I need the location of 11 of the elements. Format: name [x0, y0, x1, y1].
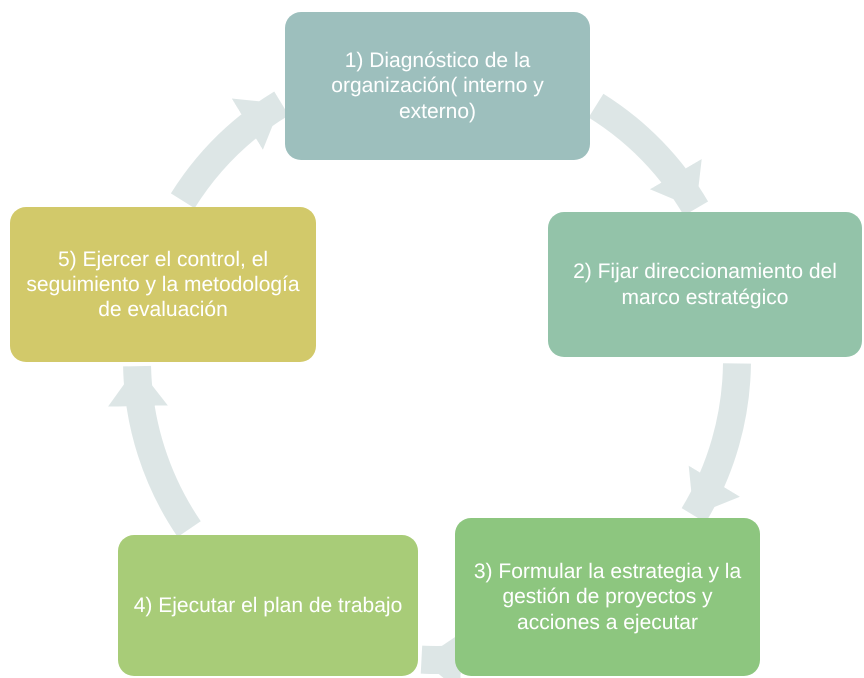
step-text: 3) Formular la estrategia y la gestión de proyectos y acciones a ejecutar	[472, 559, 742, 635]
step-text: 5) Ejercer el control, el seguimiento y la metodología de evaluación	[25, 246, 301, 322]
step-text: 1) Diagnóstico de la organización( interno y externo)	[330, 48, 545, 124]
process-box	[118, 535, 418, 676]
step-text: 2) Fijar direccionamiento del marco estratégico	[572, 259, 838, 310]
process-box	[285, 12, 590, 160]
process-box	[455, 518, 760, 676]
step-text: 4) Ejecutar el plan de trabajo	[134, 592, 402, 618]
process-box	[10, 207, 316, 362]
cycle-arrow	[110, 365, 202, 536]
process-box	[548, 212, 862, 357]
